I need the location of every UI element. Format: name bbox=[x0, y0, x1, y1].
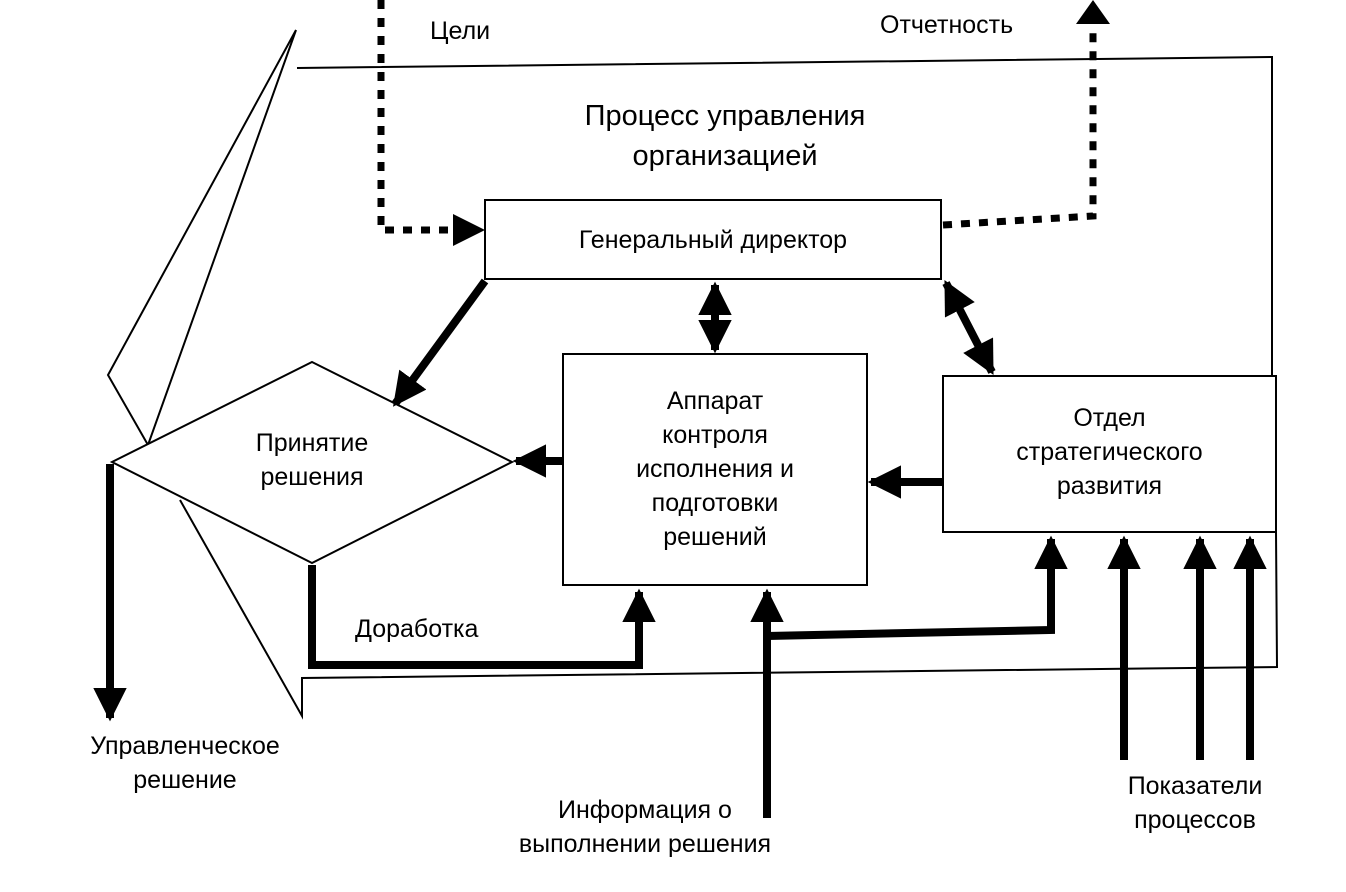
execution-info-label: Информация о выполнении решения bbox=[518, 796, 772, 858]
diagram-title: Процесс управления организацией bbox=[584, 100, 866, 172]
reporting-label: Отчетность bbox=[880, 11, 1014, 39]
reporting-dotted-line bbox=[942, 25, 1097, 229]
ceo-to-decision-arrow bbox=[391, 278, 489, 407]
strategy-department-box bbox=[942, 375, 1277, 533]
goals-arrowhead bbox=[453, 214, 485, 246]
rework-label: Доработка bbox=[355, 615, 479, 643]
control-apparatus-label: Аппарат контроля исполнения и подготовки… bbox=[636, 387, 794, 551]
ceo-strategy-double-arrow bbox=[942, 280, 996, 375]
process-indicators-label: Показатели процессов bbox=[1127, 772, 1263, 834]
process-boundary-outline bbox=[106, 29, 1279, 720]
goals-dotted-line bbox=[377, 0, 462, 234]
strategy-department-label: Отдел стратегического развития bbox=[1016, 404, 1203, 500]
decision-label: Принятие решения bbox=[255, 429, 369, 491]
reporting-arrowhead bbox=[1076, 0, 1110, 24]
ceo-box bbox=[484, 199, 942, 280]
rework-arrow bbox=[308, 565, 656, 669]
control-apparatus-box bbox=[562, 353, 868, 586]
goals-label: Цели bbox=[430, 17, 491, 45]
management-decision-label: Управленческое решение bbox=[90, 732, 280, 794]
ceo-label: Генеральный директор bbox=[578, 225, 848, 254]
execution-info-branch-arrow bbox=[766, 535, 1068, 640]
decision-diamond bbox=[109, 360, 515, 565]
